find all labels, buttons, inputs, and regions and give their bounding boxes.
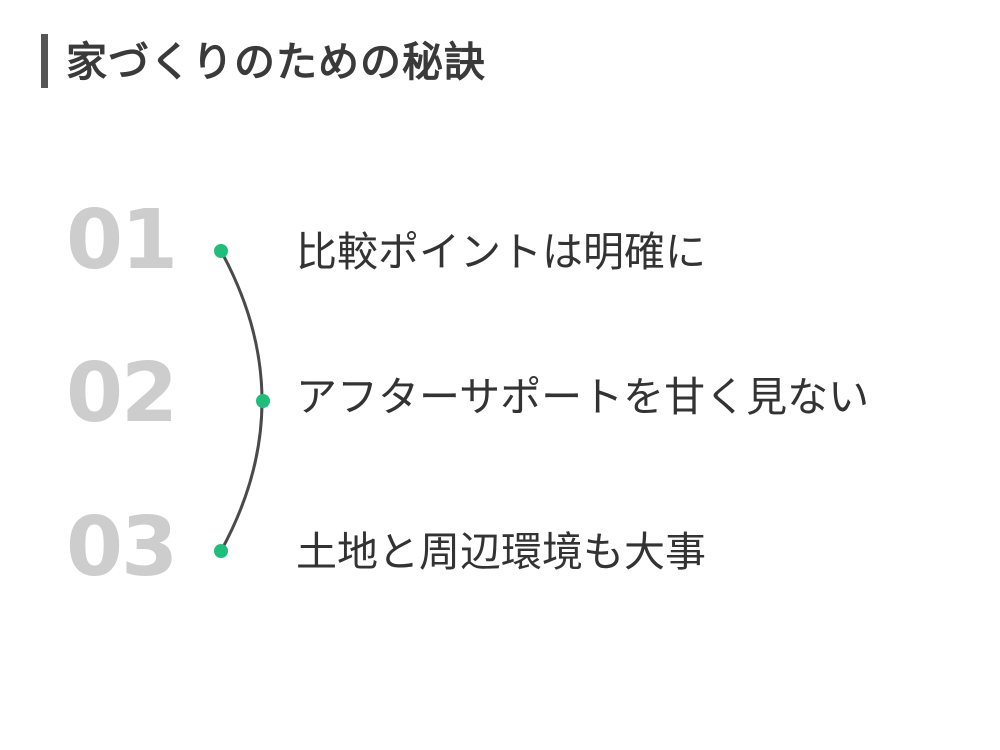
bullet-dot-03 — [214, 544, 228, 558]
title-accent-bar — [41, 34, 48, 88]
bullet-dot-01 — [214, 244, 228, 258]
bullet-dot-02 — [256, 394, 270, 408]
item-text-01: 比較ポイントは明確に — [296, 228, 706, 276]
page-title: 家づくりのための秘訣 — [66, 38, 486, 86]
item-number-03: 03 — [66, 500, 178, 595]
item-number-01: 01 — [66, 193, 178, 288]
item-text-03: 土地と周辺環境も大事 — [296, 528, 706, 576]
bracket-curve — [219, 249, 264, 553]
item-text-02: アフターサポートを甘く見ない — [296, 373, 870, 421]
item-number-02: 02 — [66, 346, 178, 441]
